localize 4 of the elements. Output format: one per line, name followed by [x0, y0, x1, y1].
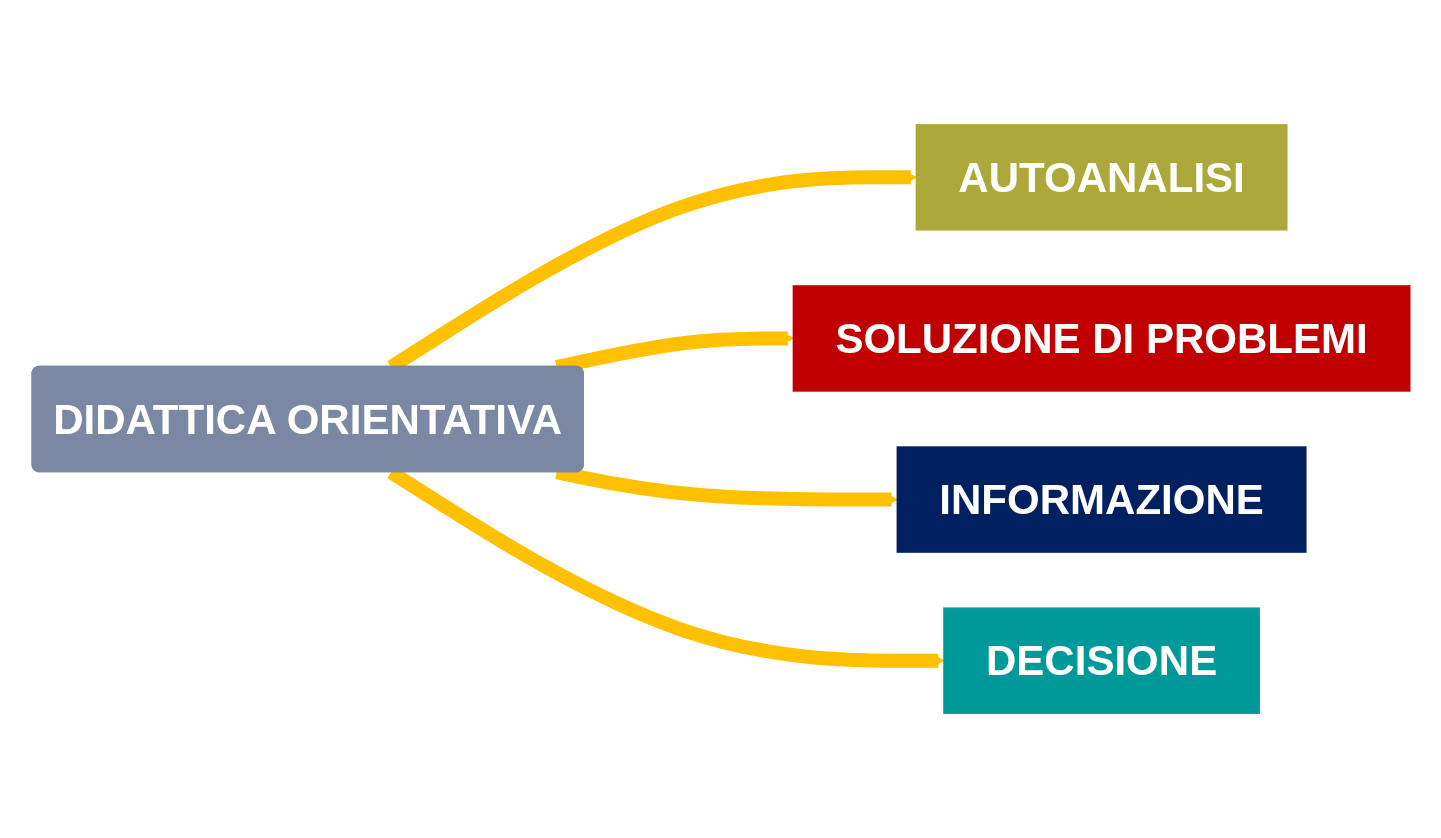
node-box: INFORMAZIONE	[896, 446, 1307, 553]
node-box: SOLUZIONE DI PROBLEMI	[792, 285, 1410, 392]
node-box: AUTOANALISI	[915, 124, 1287, 231]
node-box: DECISIONE	[942, 607, 1260, 714]
